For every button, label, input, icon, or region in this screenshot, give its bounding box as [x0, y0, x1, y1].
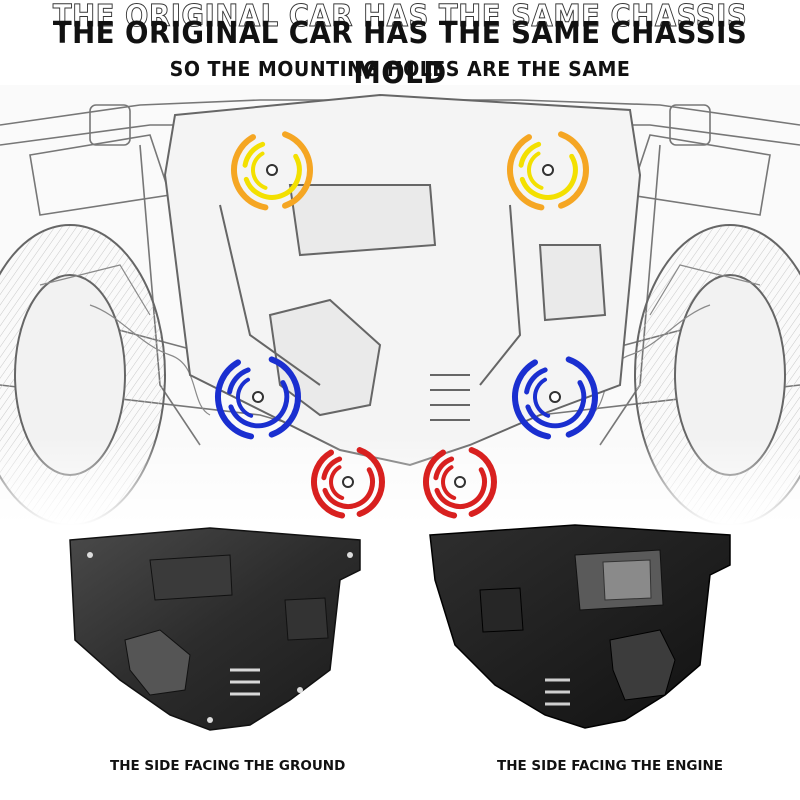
mounting-hole-bolt: [542, 164, 554, 176]
skid-plate-ground-side-photo: [69, 527, 361, 731]
skid-plate-engine-side-photo: [429, 524, 731, 729]
mounting-hole-marker-lower-left: [311, 447, 385, 519]
caption-engine-side: THE SIDE FACING THE ENGINE: [497, 758, 724, 774]
mounting-hole-markers: [215, 131, 598, 519]
mounting-hole-marker-lower-right: [423, 447, 497, 519]
mounting-hole-bolt: [342, 476, 354, 488]
mounting-hole-marker-middle-left: [215, 356, 301, 440]
mounting-hole-bolt: [252, 391, 264, 403]
mounting-hole-marker-upper-left: [231, 131, 313, 211]
mounting-hole-bolt: [266, 164, 278, 176]
subheadline: SO THE MOUNTING HOLES ARE THE SAME: [169, 57, 631, 81]
mounting-hole-bolt: [549, 391, 561, 403]
chassis-sketch: [0, 85, 800, 525]
mounting-hole-bolt: [454, 476, 466, 488]
headline: THE ORIGINAL CAR HAS THE SAME CHASSIS MO…: [52, 16, 748, 91]
mounting-hole-marker-upper-right: [507, 131, 589, 211]
headline-echo: THE ORIGINAL CAR HAS THE SAME CHASSIS MO…: [52, 0, 748, 74]
mounting-hole-marker-middle-right: [512, 356, 598, 440]
caption-ground-side: THE SIDE FACING THE GROUND: [110, 758, 346, 774]
